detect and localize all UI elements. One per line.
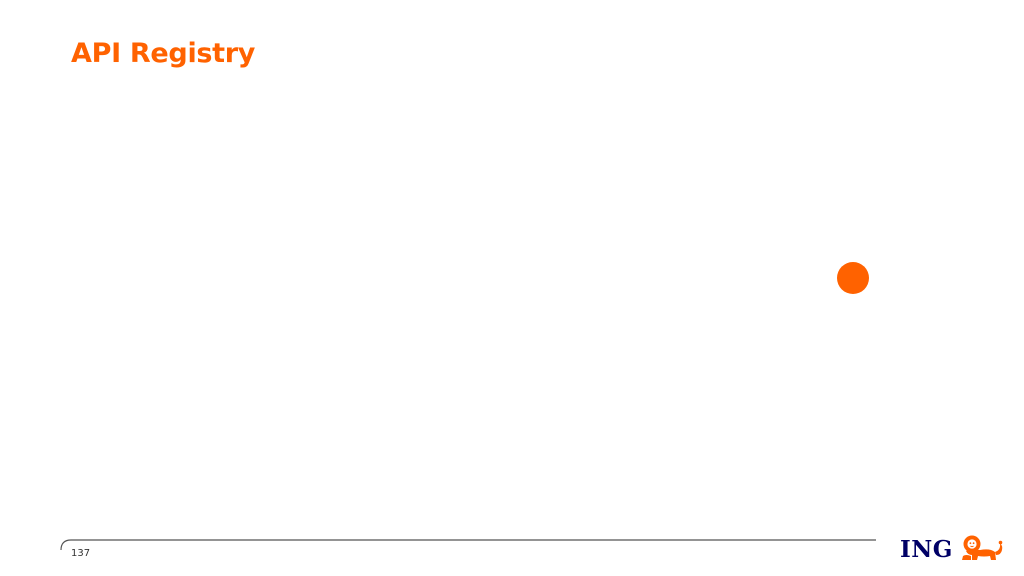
orange-dot (837, 262, 869, 294)
lion-icon (962, 535, 1003, 560)
slide-title: API Registry (71, 38, 256, 69)
footer-divider (60, 539, 876, 551)
brand-logo: ING (900, 534, 1004, 564)
brand-name: ING (900, 536, 953, 563)
page-number: 137 (71, 548, 91, 559)
